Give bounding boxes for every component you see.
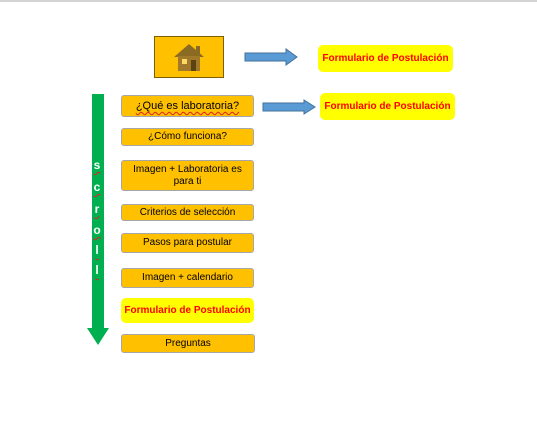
side-cta-postulacion[interactable]: Formulario de Postulación (320, 93, 455, 120)
menu-item-label: Imagen + calendario (142, 272, 233, 283)
menu-item-preguntas[interactable]: Preguntas (121, 334, 255, 353)
header-cta-postulacion[interactable]: Formulario de Postulación (318, 45, 453, 72)
house-icon (174, 44, 204, 71)
menu-item-label: ¿Cómo funciona? (148, 131, 227, 142)
menu-item-label: Preguntas (165, 337, 211, 349)
arrow-right-icon (244, 48, 298, 66)
menu-item-criterios[interactable]: Criterios de selección (121, 204, 254, 221)
side-cta-label: Formulario de Postulación (324, 101, 451, 112)
arrow-right-icon (262, 99, 316, 115)
menu-item-label: Imagen + Laboratoria es para ti (133, 163, 242, 187)
scroll-letter: l (95, 243, 99, 257)
menu-item-como-funciona[interactable]: ¿Cómo funciona? (121, 128, 254, 146)
scroll-letter: l (95, 263, 99, 277)
scroll-arrow-icon (87, 94, 109, 345)
menu-item-imagen-calendario[interactable]: Imagen + calendario (121, 268, 254, 288)
menu-item-label: Formulario de Postulación (124, 305, 251, 316)
menu-item-label: ¿Qué es laboratoria? (135, 100, 240, 112)
menu-item-pasos[interactable]: Pasos para postular (121, 233, 254, 253)
header-cta-label: Formulario de Postulación (322, 53, 449, 64)
menu-item-imagen-laboratoria[interactable]: Imagen + Laboratoria es para ti (121, 160, 254, 191)
menu-item-label: Criterios de selección (139, 206, 236, 218)
scroll-letter: r (94, 202, 100, 216)
top-border (0, 0, 537, 2)
scroll-letter: s (93, 158, 101, 172)
menu-item-formulario[interactable]: Formulario de Postulación (121, 298, 254, 323)
home-button[interactable] (154, 36, 224, 78)
scroll-letter: c (93, 180, 101, 194)
menu-item-label: Pasos para postular (143, 237, 232, 248)
scroll-letter: o (93, 223, 101, 237)
menu-item-que-es[interactable]: ¿Qué es laboratoria? (121, 95, 254, 117)
